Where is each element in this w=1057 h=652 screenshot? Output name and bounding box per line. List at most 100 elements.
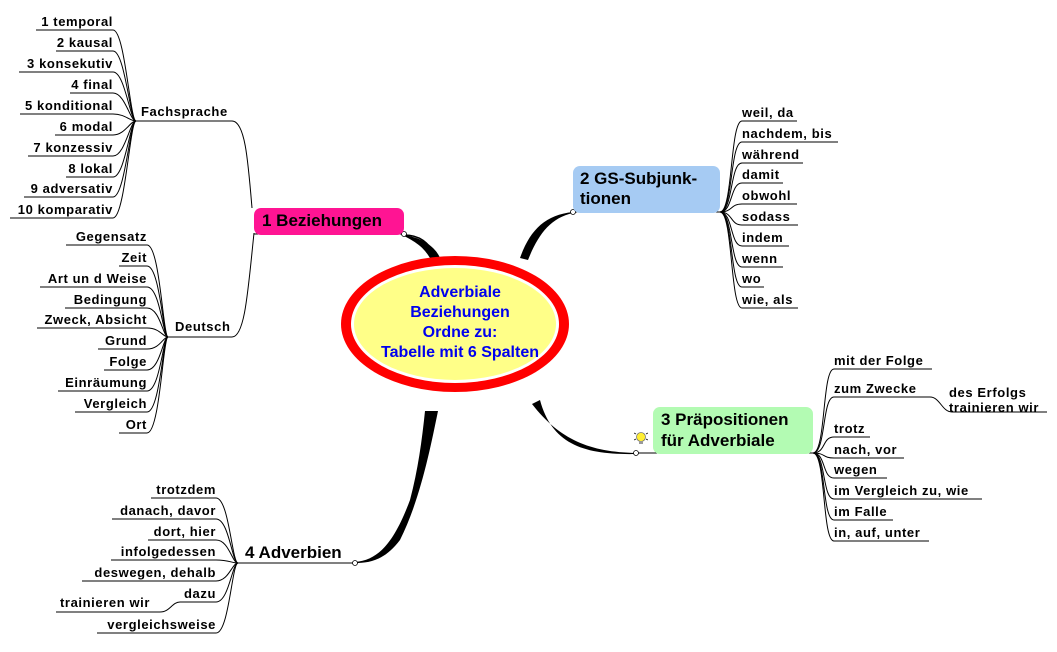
adverb-item[interactable]: dort, hier xyxy=(153,524,216,539)
subjunktion-connector xyxy=(719,141,838,213)
praeposition-connector xyxy=(812,396,930,454)
branch2-title-line2: tionen xyxy=(580,189,631,208)
branch2-box[interactable] xyxy=(573,166,720,213)
fachsprache-item[interactable]: 8 lokal xyxy=(68,161,113,176)
deutsch-node[interactable]: Deutsch xyxy=(175,319,231,334)
subjunktion-item[interactable]: wo xyxy=(742,271,762,286)
subjunktion-item[interactable]: weil, da xyxy=(742,105,794,120)
subjunktion-item[interactable]: obwohl xyxy=(742,188,792,203)
center-to-branch4 xyxy=(355,411,438,563)
center-to-branch3 xyxy=(532,400,636,455)
adverb-item[interactable]: dazu xyxy=(183,586,216,601)
adverb-connector xyxy=(111,559,239,564)
deutsch-item[interactable]: Folge xyxy=(109,354,147,369)
fachsprache-item[interactable]: 7 konzessiv xyxy=(33,140,113,155)
branch2-title-line1: 2 GS-Subjunk- xyxy=(580,169,698,188)
praeposition-item[interactable]: wegen xyxy=(834,462,878,477)
subjunktion-item[interactable]: wenn xyxy=(742,251,778,266)
fachsprache-item[interactable]: 5 konditional xyxy=(25,98,113,113)
subjunktion-item[interactable]: damit xyxy=(742,167,780,182)
connector-handle[interactable] xyxy=(401,231,407,237)
central-node[interactable]: Adverbiale Beziehungen Ordne zu: Tabelle… xyxy=(356,283,564,363)
central-line-1: Adverbiale xyxy=(419,284,501,301)
connector-handle[interactable] xyxy=(352,560,358,566)
praeposition-item[interactable]: im Vergleich zu, wie xyxy=(834,483,969,498)
praeposition-item[interactable]: trotz xyxy=(834,421,866,436)
deutsch-item[interactable]: Grund xyxy=(105,333,147,348)
deutsch-item[interactable]: Bedingung xyxy=(73,292,147,307)
subjunktion-item[interactable]: während xyxy=(742,147,800,162)
adverb-item[interactable]: vergleichsweise xyxy=(107,617,216,632)
praeposition-connector xyxy=(812,452,904,459)
subjunktion-connector xyxy=(719,162,803,213)
deutsch-item[interactable]: Zweck, Absicht xyxy=(44,312,147,327)
fachsprache-item[interactable]: 2 kausal xyxy=(56,35,113,50)
branch3-title-line2: für Adverbiale xyxy=(661,431,775,450)
subjunktion-connector xyxy=(719,120,797,213)
praeposition-item[interactable]: mit der Folge xyxy=(834,353,924,368)
deutsch-item[interactable]: Gegensatz xyxy=(75,229,147,244)
branch4-title[interactable]: 4 Adverbien xyxy=(245,543,342,562)
branch3-box[interactable] xyxy=(653,407,813,454)
branch1-title: 1 Beziehungen xyxy=(262,211,382,230)
fachsprache-item[interactable]: 4 final xyxy=(71,77,113,92)
fachsprache-item[interactable]: 3 konsekutiv xyxy=(27,56,113,71)
subjunktion-connector xyxy=(719,182,783,213)
subjunktion-item[interactable]: sodass xyxy=(742,209,791,224)
deutsch-item[interactable]: Zeit xyxy=(121,250,147,265)
lightbulb-icon[interactable] xyxy=(634,431,648,447)
praeposition-connector xyxy=(812,452,929,542)
fachsprache-item[interactable]: 1 temporal xyxy=(41,14,113,29)
subjunktion-connector xyxy=(719,203,797,213)
central-line-4: Tabelle mit 6 Spalten xyxy=(381,344,539,361)
adverb-item[interactable]: danach, davor xyxy=(120,503,216,518)
deutsch-connector xyxy=(119,336,169,434)
dazu-child[interactable]: trainieren wir xyxy=(60,595,151,610)
central-node-fill xyxy=(354,268,556,380)
fachsprache-connector xyxy=(10,120,137,219)
central-line-2: Beziehungen xyxy=(410,304,510,321)
adverb-item[interactable]: deswegen, dehalb xyxy=(94,565,216,580)
adverb-item[interactable]: infolgedessen xyxy=(120,544,216,559)
central-line-3: Ordne zu: xyxy=(422,324,498,341)
subjunktion-item[interactable]: nachdem, bis xyxy=(742,126,833,141)
center-to-branch1-taper xyxy=(404,235,440,258)
praeposition-item[interactable]: im Falle xyxy=(834,504,888,519)
fachsprache-connector xyxy=(70,92,137,122)
fachsprache-item[interactable]: 10 komparativ xyxy=(17,202,113,217)
branch1-box[interactable] xyxy=(254,208,404,235)
center-to-branch2 xyxy=(520,212,573,260)
deutsch-item[interactable]: Vergleich xyxy=(83,396,147,411)
zum-zwecke-child-line1[interactable]: des Erfolgs xyxy=(949,385,1027,400)
deutsch-connector xyxy=(98,336,169,350)
deutsch-branch-line xyxy=(168,232,255,338)
fachsprache-node[interactable]: Fachsprache xyxy=(141,104,228,119)
deutsch-item[interactable]: Art un d Weise xyxy=(47,271,147,286)
adverb-connector xyxy=(148,539,239,564)
praeposition-connector xyxy=(812,436,870,454)
adverb-connector xyxy=(112,518,239,564)
connector-handle[interactable] xyxy=(633,450,639,456)
deutsch-connector xyxy=(65,307,169,338)
fachsprache-item[interactable]: 9 adversativ xyxy=(30,181,113,196)
fachsprache-connector xyxy=(20,113,137,122)
zum-zwecke-child-connector xyxy=(929,396,1047,413)
praeposition-item[interactable]: nach, vor xyxy=(834,442,898,457)
adverb-item[interactable]: trotzdem xyxy=(156,482,216,497)
deutsch-item[interactable]: Einräumung xyxy=(65,375,147,390)
praeposition-connector xyxy=(812,368,932,454)
subjunktion-connector xyxy=(719,211,798,309)
subjunktion-item[interactable]: indem xyxy=(742,230,784,245)
praeposition-item[interactable]: in, auf, unter xyxy=(834,525,921,540)
zum-zwecke-child-line2[interactable]: trainieren wir xyxy=(949,400,1040,415)
branch3-title-line1: 3 Präpositionen xyxy=(661,410,789,429)
fachsprache-connector xyxy=(55,120,137,136)
adverb-connector xyxy=(97,562,239,634)
subjunktion-item[interactable]: wie, als xyxy=(742,292,794,307)
deutsch-item[interactable]: Ort xyxy=(125,417,147,432)
fachsprache-branch-line xyxy=(136,120,253,209)
fachsprache-item[interactable]: 6 modal xyxy=(59,119,113,134)
dazu-child-connector xyxy=(56,601,181,613)
praeposition-item[interactable]: zum Zwecke xyxy=(834,381,917,396)
deutsch-connector xyxy=(37,327,169,338)
